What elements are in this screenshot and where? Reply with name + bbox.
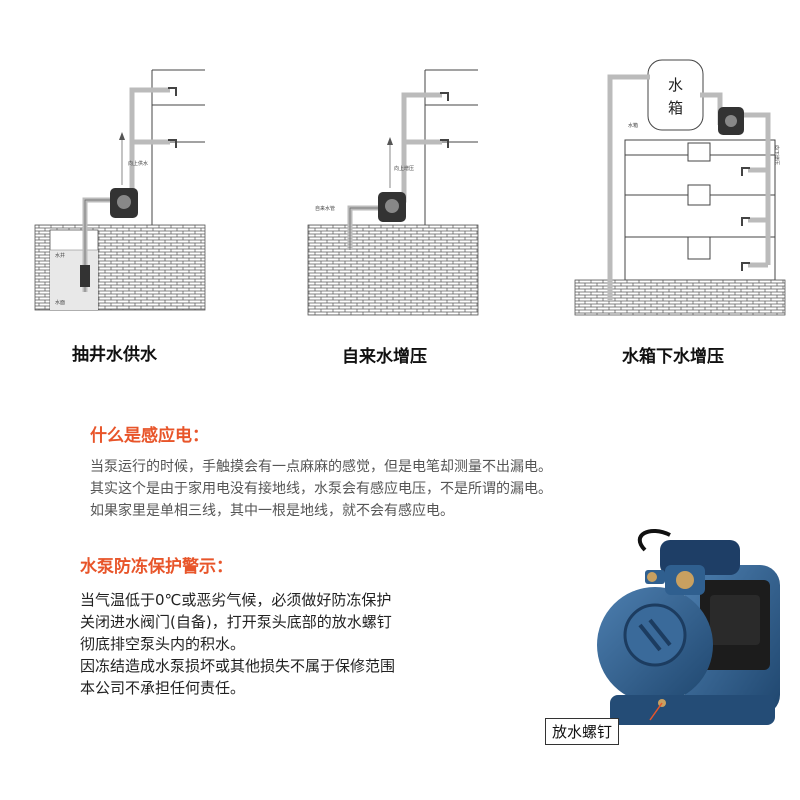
antifreeze-line-5: 本公司不承担任何责任。 [80, 679, 246, 697]
drain-screw-label: 放水螺钉 [545, 718, 620, 745]
tank-label: 水 [668, 76, 683, 94]
label-vertical-boost: 向上增压 [394, 165, 414, 172]
pump-photo [597, 529, 780, 725]
label-tap-pipe: 自来水管 [315, 205, 335, 212]
caption-tap-boost: 自来水增压 [342, 347, 427, 367]
tank-label-2: 箱 [668, 99, 683, 117]
label-well: 水井 [55, 252, 65, 259]
antifreeze-line-2: 关闭进水阀门(自备)，打开泵头底部的放水螺钉 [80, 613, 392, 631]
induction-line-1: 当泵运行的时候，手触摸会有一点麻麻的感觉，但是电笔却测量不出漏电。 [90, 459, 552, 475]
antifreeze-line-3: 彻底排空泵头内的积水。 [80, 635, 246, 653]
diagram-tap-boost: 向上增压 自来水管 [307, 69, 479, 316]
induction-line-2: 其实这个是由于家用电没有接地线，水泵会有感应电压，不是所谓的漏电。 [90, 481, 552, 497]
antifreeze-title: 水泵防冻保护警示： [80, 557, 233, 577]
induction-title: 什么是感应电： [90, 426, 209, 446]
induction-line-3: 如果家里是单相三线，其中一根是地线，就不会有感应电。 [90, 503, 454, 519]
caption-well-supply: 抽井水供水 [72, 345, 157, 365]
label-down-boost: 向下增压 [773, 145, 780, 165]
diagram-tank-boost: 水 箱 水箱 向下增压 [574, 59, 786, 316]
antifreeze-line-4: 因冻结造成水泵损坏或其他损失不属于保修范围 [80, 657, 396, 675]
drain-pointer [649, 702, 663, 721]
label-water-surface: 水面 [55, 299, 65, 306]
diagram-well-supply: 向上供水 水井 水面 [34, 69, 206, 311]
label-vertical-supply: 向上供水 [128, 160, 148, 167]
antifreeze-line-1: 当气温低于0℃或恶劣气候，必须做好防冻保护 [80, 591, 392, 609]
label-tank-small: 水箱 [628, 122, 638, 129]
caption-tank-boost: 水箱下水增压 [622, 347, 724, 367]
